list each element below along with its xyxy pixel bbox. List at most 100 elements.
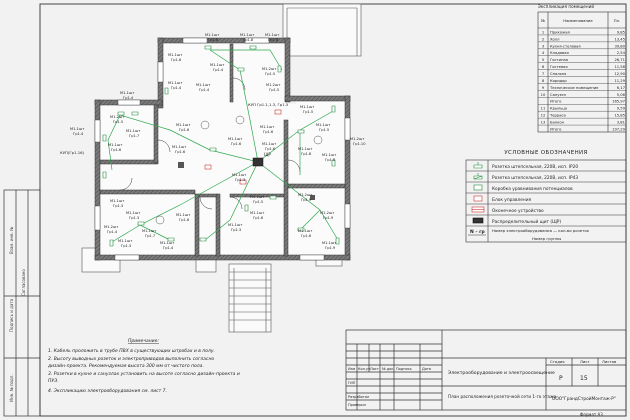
plan-label: Гр1.8 xyxy=(243,38,254,42)
legend-table xyxy=(465,159,627,243)
legend-item-text: Блок управления xyxy=(492,197,532,203)
explication-num: 10 xyxy=(541,93,546,97)
plan-label: Гр1.5 xyxy=(319,128,329,132)
plan-label: М1-1шт xyxy=(205,33,219,37)
legend-texts: Розетка штепсельная, 220В, исп. IP20 Роз… xyxy=(492,164,590,241)
plan-label: М1-1шт xyxy=(196,83,210,87)
plan-label: Гр1.7 xyxy=(145,234,155,238)
plan-label: Гр1.8 xyxy=(325,158,336,162)
explication-num: 2 xyxy=(542,37,544,41)
plan-label: М1-1шт xyxy=(126,129,140,133)
floor-plan: ЩР КУП(Гр1.16) КУП Гр1.1,1.3, Гр1.5 xyxy=(60,3,362,333)
plan-label: Гр1.5 xyxy=(269,88,279,92)
svg-text:Дата: Дата xyxy=(422,367,431,371)
socket-symbols xyxy=(102,45,340,247)
plan-label: Гр1.9 xyxy=(301,198,312,202)
role-gip: ГИП xyxy=(348,381,356,385)
explication-num: 12 xyxy=(541,114,546,118)
porch-top xyxy=(282,3,362,57)
sheet-format: Формат А3 xyxy=(580,412,603,417)
notes-title: Примечание: xyxy=(128,338,159,344)
plan-label: Гр1.6 xyxy=(179,218,190,222)
side-label-2: Подпись и дата xyxy=(9,298,14,332)
explication-name: Спальня xyxy=(550,72,566,76)
explication-area: 9,85 xyxy=(617,30,626,34)
plan-label: М1-1шт xyxy=(110,199,124,203)
plan-label: Гр1.3 xyxy=(235,178,245,182)
plan-label: М1-1шт xyxy=(228,223,242,227)
legend-item-text: Номер электрооборудования — кол-во розет… xyxy=(492,228,590,233)
legend-item-text: Распределительный щит (ЩР) xyxy=(492,218,561,225)
explication-name: Кухня-столовая xyxy=(550,44,581,48)
plan-label: Гр1.5 xyxy=(253,200,263,204)
stage-value: Р xyxy=(559,375,563,382)
plan-label: Гр1.5 xyxy=(303,110,313,114)
plan-label: Гр1.8 xyxy=(208,38,219,42)
side-label-4: Согласовано xyxy=(21,269,26,296)
explication-area: 2,54 xyxy=(617,51,626,55)
room-floors xyxy=(96,42,348,256)
explication-area: 9,59 xyxy=(617,107,626,111)
plan-label: Гр1.6 xyxy=(253,216,264,220)
explication-num: 6 xyxy=(542,65,545,69)
explication-num: 1 xyxy=(542,30,544,34)
plan-label: Гр1.9 xyxy=(323,216,334,220)
note-line: 3. Розетки в кухне и санузлах установить… xyxy=(48,371,240,377)
plan-label: Гр1.6 xyxy=(265,147,276,151)
explication-name: Кладовая xyxy=(550,51,569,55)
explication-area: 3,81 xyxy=(617,121,625,125)
plan-label: М1-1шт xyxy=(108,143,122,147)
plan-label: М1-2шт xyxy=(320,211,334,215)
explication-num: 8 xyxy=(542,79,545,83)
note-line: 1. Кабель проложить в трубе ПВХ в сущест… xyxy=(48,348,215,354)
plan-label: М1-1шт xyxy=(316,123,330,127)
plan-label: Гр1.4 xyxy=(107,230,118,234)
explication-area: 165,97 xyxy=(612,100,626,104)
windows xyxy=(94,37,351,261)
plan-label: Гр1.5 xyxy=(113,120,123,124)
plan-label: Гр1.3 xyxy=(231,228,241,232)
note-line: 2. Высоту выводных розеток и электроприв… xyxy=(48,356,214,362)
plan-label: М1-1шт xyxy=(265,33,279,37)
plan-label: М1-1шт xyxy=(176,213,190,217)
terminal-device-icon xyxy=(471,206,485,213)
explication-name: Холл xyxy=(550,37,560,41)
socket-ip-icon xyxy=(473,173,483,180)
plan-label: М1-1шт xyxy=(168,53,182,57)
plan-label: Гр1.4 xyxy=(123,96,134,100)
control-units xyxy=(204,109,282,185)
explication-name: Коридор xyxy=(550,79,567,83)
explication-num: 13 xyxy=(541,121,546,125)
plan-label: Гр1.5 xyxy=(265,72,275,76)
legend-item-text: Коробка уравнивания потенциалов xyxy=(492,186,573,192)
legend-key: N – гр xyxy=(470,229,486,235)
explication-area: 6,17 xyxy=(617,86,626,90)
explication-name: Гостиная xyxy=(550,58,568,62)
plan-label: М1-1шт xyxy=(322,241,336,245)
explication-name: Санузел xyxy=(550,93,567,97)
svg-text:Кол.уч: Кол.уч xyxy=(358,367,370,371)
socket-icon xyxy=(473,162,483,169)
plan-label: М1-2шт xyxy=(110,115,124,119)
plan-label: Гр1.6 xyxy=(111,148,122,152)
plan-label: М1-1шт xyxy=(240,33,254,37)
svg-text:Подпись: Подпись xyxy=(396,367,412,371)
explication-area: 197,29 xyxy=(612,127,626,131)
title-block xyxy=(345,329,627,411)
plan-label: М1-1шт xyxy=(300,105,314,109)
stage-label: Стадия xyxy=(550,359,565,364)
plan-label: М1-1шт xyxy=(262,142,276,146)
plan-label: Гр1.3 xyxy=(121,244,131,248)
plan-label: Гр1.6 xyxy=(179,128,190,132)
kup-label-1: КУП(Гр1.16) xyxy=(60,150,85,155)
sheet-title: План расположения розеточной сети 1-го э… xyxy=(448,394,557,399)
explication-area: 12,90 xyxy=(614,72,625,76)
equipotential-box-icon xyxy=(473,184,483,191)
plan-label: М1-1шт xyxy=(260,125,274,129)
walls xyxy=(94,37,351,261)
notes: Примечание: 1. Кабель проложить в трубе … xyxy=(47,338,240,394)
title-block-cols: Изм Кол.уч Лист № док Подпись Дата ГИП Р… xyxy=(348,367,431,407)
explication-area: 39,80 xyxy=(614,44,625,48)
